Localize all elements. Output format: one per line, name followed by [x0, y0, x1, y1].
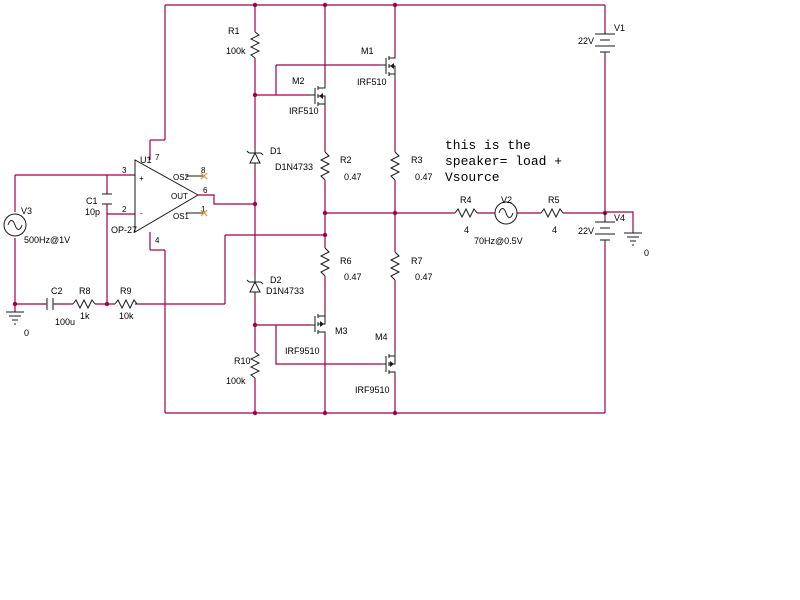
r7-ref: R7: [411, 256, 423, 266]
capacitor-C2: C2 100u: [45, 286, 75, 327]
d2-ref: D2: [270, 275, 282, 285]
m1-ref: M1: [361, 46, 374, 56]
c1-value: 10p: [85, 207, 100, 217]
r8-ref: R8: [79, 286, 91, 296]
u1-ref: U1: [140, 155, 152, 165]
resistor-R9: R9 10k: [114, 286, 138, 321]
resistor-R8: R8 1k: [72, 286, 96, 321]
r1-value: 100k: [226, 46, 246, 56]
u1-pin1: 1: [201, 205, 206, 214]
ground-left-label: 0: [24, 328, 29, 338]
c1-ref: C1: [86, 196, 98, 206]
r5-value: 4: [552, 225, 557, 235]
r7-value: 0.47: [415, 272, 433, 282]
u1-os2: OS2: [173, 173, 190, 182]
m1-value: IRF510: [357, 77, 387, 87]
mosfet-M4: M4 IRF9510: [355, 332, 396, 395]
r4-value: 4: [464, 225, 469, 235]
resistor-R5: R5 4: [540, 195, 564, 235]
mosfet-M1: M1 IRF510: [357, 46, 396, 87]
resistor-R10: R10 100k: [226, 351, 261, 386]
ground-symbol-left: 0: [6, 311, 29, 338]
note-line-1: this is the: [445, 138, 531, 153]
d2-value: D1N4733: [266, 286, 304, 296]
r3-ref: R3: [411, 155, 423, 165]
m2-value: IRF510: [289, 106, 319, 116]
m2-ref: M2: [292, 76, 305, 86]
r6-ref: R6: [340, 256, 352, 266]
speaker-note: this is the speaker= load + Vsource: [445, 138, 562, 185]
resistor-R4: R4 4: [454, 195, 478, 235]
r9-value: 10k: [119, 311, 134, 321]
capacitor-C1: C1 10p: [85, 193, 112, 217]
junctions: [12, 2, 608, 416]
resistor-R6: R6 0.47: [319, 247, 362, 282]
r3-value: 0.47: [415, 172, 433, 182]
r4-ref: R4: [460, 195, 472, 205]
u1-plus: +: [139, 174, 144, 183]
ground-symbol-right: 0: [624, 232, 649, 258]
mosfet-M3: M3 IRF9510: [285, 312, 348, 356]
r10-value: 100k: [226, 376, 246, 386]
r10-ref: R10: [234, 356, 251, 366]
note-line-2: speaker= load +: [445, 154, 562, 169]
u1-pin8: 8: [201, 166, 206, 175]
ac-source-V2: V2 70Hz@0.5V: [474, 195, 523, 246]
v4-value: 22V: [578, 226, 594, 236]
r2-ref: R2: [340, 155, 352, 165]
u1-os1: OS1: [173, 212, 190, 221]
resistor-R3: R3 0.47: [389, 151, 433, 182]
v1-value: 22V: [578, 36, 594, 46]
resistor-R2: R2 0.47: [319, 151, 362, 182]
u1-minus: -: [140, 209, 143, 218]
u1-pin7: 7: [155, 153, 160, 162]
v4-ref: V4: [614, 213, 625, 223]
mosfet-M2: M2 IRF510: [289, 76, 326, 116]
r8-value: 1k: [80, 311, 90, 321]
u1-pin4: 4: [155, 236, 160, 245]
v1-ref: V1: [614, 23, 625, 33]
u1-pin6: 6: [203, 186, 208, 195]
u1-pin3: 3: [122, 166, 127, 175]
c2-ref: C2: [51, 286, 63, 296]
resistor-R1: R1 100k: [226, 26, 261, 59]
m4-value: IRF9510: [355, 385, 390, 395]
d1-value: D1N4733: [275, 162, 313, 172]
zener-diode-D1: D1 D1N4733: [246, 146, 313, 172]
r9-ref: R9: [120, 286, 132, 296]
r6-value: 0.47: [344, 272, 362, 282]
u1-value: OP-27: [111, 225, 137, 235]
v2-ref: V2: [501, 195, 512, 205]
r5-ref: R5: [548, 195, 560, 205]
battery-V4: V4 22V: [578, 212, 625, 244]
d1-ref: D1: [270, 146, 282, 156]
m4-ref: M4: [375, 332, 388, 342]
r1-ref: R1: [228, 26, 240, 36]
zener-diode-D2: D2 D1N4733: [246, 275, 304, 297]
note-line-3: Vsource: [445, 170, 500, 185]
v3-ref: V3: [21, 206, 32, 216]
resistor-R7: R7 0.47: [389, 251, 433, 282]
m3-ref: M3: [335, 326, 348, 336]
v3-value: 500Hz@1V: [24, 235, 70, 245]
c2-value: 100u: [55, 317, 75, 327]
m3-value: IRF9510: [285, 346, 320, 356]
wires: [14, 4, 634, 414]
battery-V1: V1 22V: [578, 23, 625, 56]
u1-pin2: 2: [122, 205, 127, 214]
ground-right-label: 0: [644, 248, 649, 258]
opamp-U1: U1 OP-27 + - OUT OS2 OS1 3 2 6 8 1 7 4: [111, 153, 208, 245]
v2-value: 70Hz@0.5V: [474, 236, 523, 246]
r2-value: 0.47: [344, 172, 362, 182]
ac-source-V3: V3 500Hz@1V: [3, 206, 70, 245]
u1-out: OUT: [171, 192, 188, 201]
